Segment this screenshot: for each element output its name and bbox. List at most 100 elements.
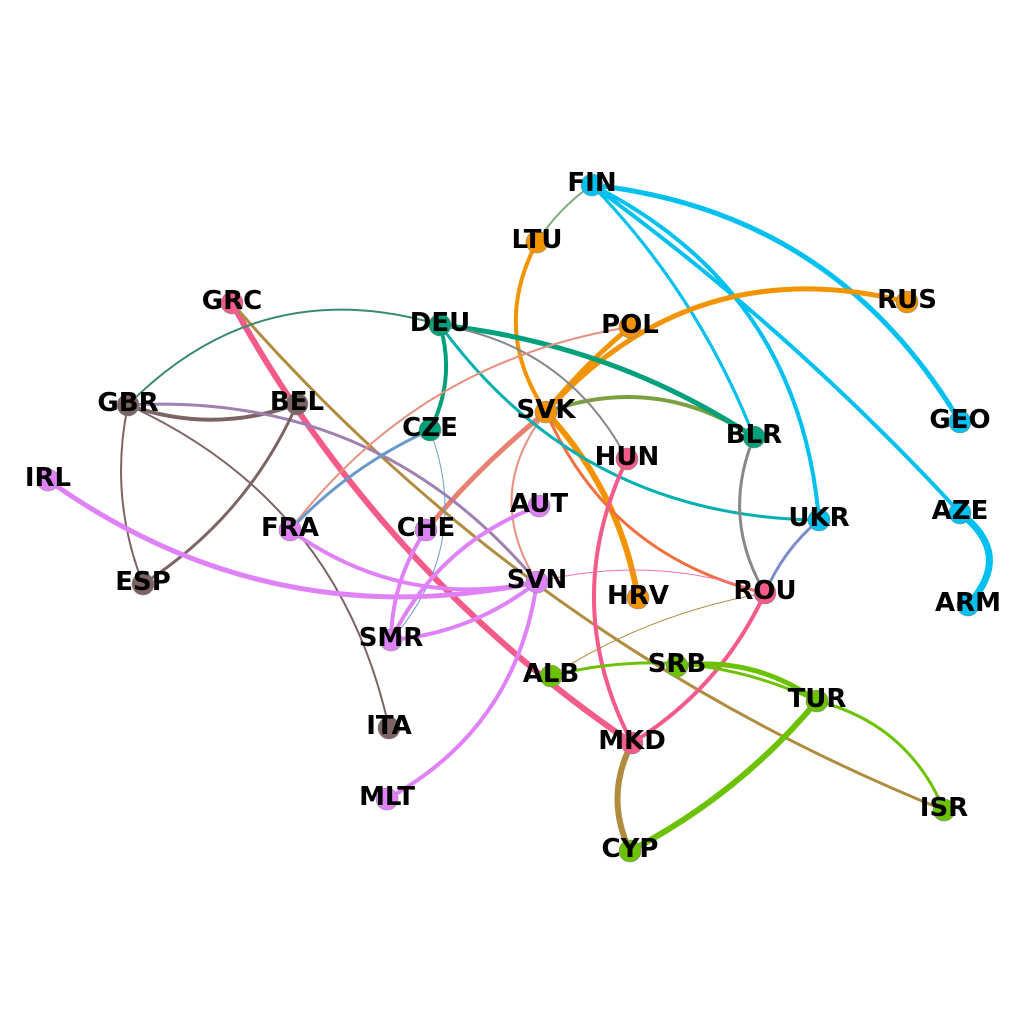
edge-fin-aze <box>590 183 962 515</box>
node-label-irl: IRL <box>25 463 71 493</box>
node-rus <box>895 290 919 314</box>
node-svk <box>534 400 558 424</box>
node-label-esp: ESP <box>115 567 171 597</box>
edge-cze-fra <box>288 428 432 532</box>
edge-srb-tur <box>674 661 820 704</box>
edge-svn-mlt <box>385 580 539 801</box>
node-che <box>414 518 438 542</box>
node-label-ukr: UKR <box>788 503 849 533</box>
edge-fra-svn <box>288 528 539 592</box>
node-label-mkd: MKD <box>598 726 666 756</box>
edge-blr-rou <box>738 435 767 595</box>
node-cyp <box>618 839 642 863</box>
edge-gbr-svn <box>126 402 539 584</box>
edge-irl-svn <box>45 477 540 600</box>
edge-che-smr <box>389 528 428 642</box>
node-label-isr: ISR <box>920 793 968 823</box>
node-svn <box>525 570 549 594</box>
node-alb <box>539 664 563 688</box>
node-label-ita: ITA <box>366 711 412 741</box>
node-label-fra: FRA <box>261 513 319 543</box>
node-aze <box>948 501 972 525</box>
edge-ltu-svk <box>513 240 548 414</box>
edge-gbr-bel <box>126 402 299 422</box>
node-rou <box>753 581 777 605</box>
node-label-fin: FIN <box>567 168 616 198</box>
node-smr <box>379 628 403 652</box>
node-label-grc: GRC <box>202 286 262 316</box>
node-irl <box>36 468 60 492</box>
edge-deu-cze <box>428 323 449 432</box>
node-layer <box>36 173 980 863</box>
edge-gbr-deu <box>127 308 441 406</box>
edge-pol-fra <box>289 326 631 531</box>
node-mkd <box>620 731 644 755</box>
edge-grc-mkd <box>229 300 635 746</box>
node-deu <box>428 313 452 337</box>
node-bel <box>285 392 309 416</box>
node-label-blr: BLR <box>726 420 782 450</box>
edge-mkd-cyp <box>614 740 635 854</box>
node-label-geo: GEO <box>929 405 990 435</box>
node-grc <box>220 291 244 315</box>
node-gbr <box>116 393 140 417</box>
edge-deu-hun <box>439 324 628 460</box>
edge-aze-arm <box>956 509 993 609</box>
node-label-srb: SRB <box>648 649 707 679</box>
node-label-cze: CZE <box>402 413 458 443</box>
edge-svk-rus <box>543 286 910 415</box>
node-ita <box>377 716 401 740</box>
node-label-hrv: HRV <box>607 581 669 611</box>
node-label-svk: SVK <box>517 395 577 425</box>
edge-hun-mkd <box>592 457 634 745</box>
node-label-mlt: MLT <box>359 782 415 812</box>
node-label-arm: ARM <box>935 588 1001 618</box>
edge-fin-ukr <box>590 183 821 522</box>
node-aut <box>527 494 551 518</box>
node-esp <box>131 572 155 596</box>
edge-layer <box>45 182 993 854</box>
node-fra <box>278 518 302 542</box>
node-blr <box>742 425 766 449</box>
node-label-aze: AZE <box>932 496 989 526</box>
node-geo <box>948 410 972 434</box>
node-pol <box>618 315 642 339</box>
node-label-hun: HUN <box>595 442 660 472</box>
edge-tur-cyp <box>627 698 820 854</box>
edge-fin-blr <box>590 183 756 439</box>
node-cze <box>418 418 442 442</box>
node-label-deu: DEU <box>410 308 470 338</box>
edge-rou-svn <box>536 569 766 594</box>
node-ltu <box>525 230 549 254</box>
edge-aut-smr <box>389 504 541 642</box>
node-label-che: CHE <box>397 513 456 543</box>
node-label-rus: RUS <box>877 285 937 315</box>
node-ukr <box>807 508 831 532</box>
edge-fin-geo <box>589 182 963 425</box>
edge-rou-alb <box>550 592 766 677</box>
node-fin <box>580 173 604 197</box>
edge-rou-mkd <box>630 591 767 745</box>
edge-gbr-esp <box>120 404 144 585</box>
node-isr <box>932 798 956 822</box>
edge-svk-che <box>423 409 549 533</box>
node-arm <box>956 593 980 617</box>
edge-tur-isr <box>815 699 946 812</box>
edge-svn-smr <box>389 580 539 642</box>
edge-grc-isr <box>230 301 946 812</box>
node-label-bel: BEL <box>270 387 324 417</box>
node-label-smr: SMR <box>359 623 424 653</box>
edge-svk-svn <box>510 411 547 583</box>
edge-svk-pol <box>543 324 633 415</box>
edge-deu-blr <box>437 322 757 440</box>
node-label-ltu: LTU <box>511 225 562 255</box>
edge-bel-esp <box>141 402 299 586</box>
node-label-cyp: CYP <box>602 834 659 864</box>
node-hun <box>615 447 639 471</box>
node-label-alb: ALB <box>523 659 580 689</box>
node-tur <box>805 689 829 713</box>
node-label-rou: ROU <box>733 576 796 606</box>
node-label-svn: SVN <box>507 565 568 595</box>
